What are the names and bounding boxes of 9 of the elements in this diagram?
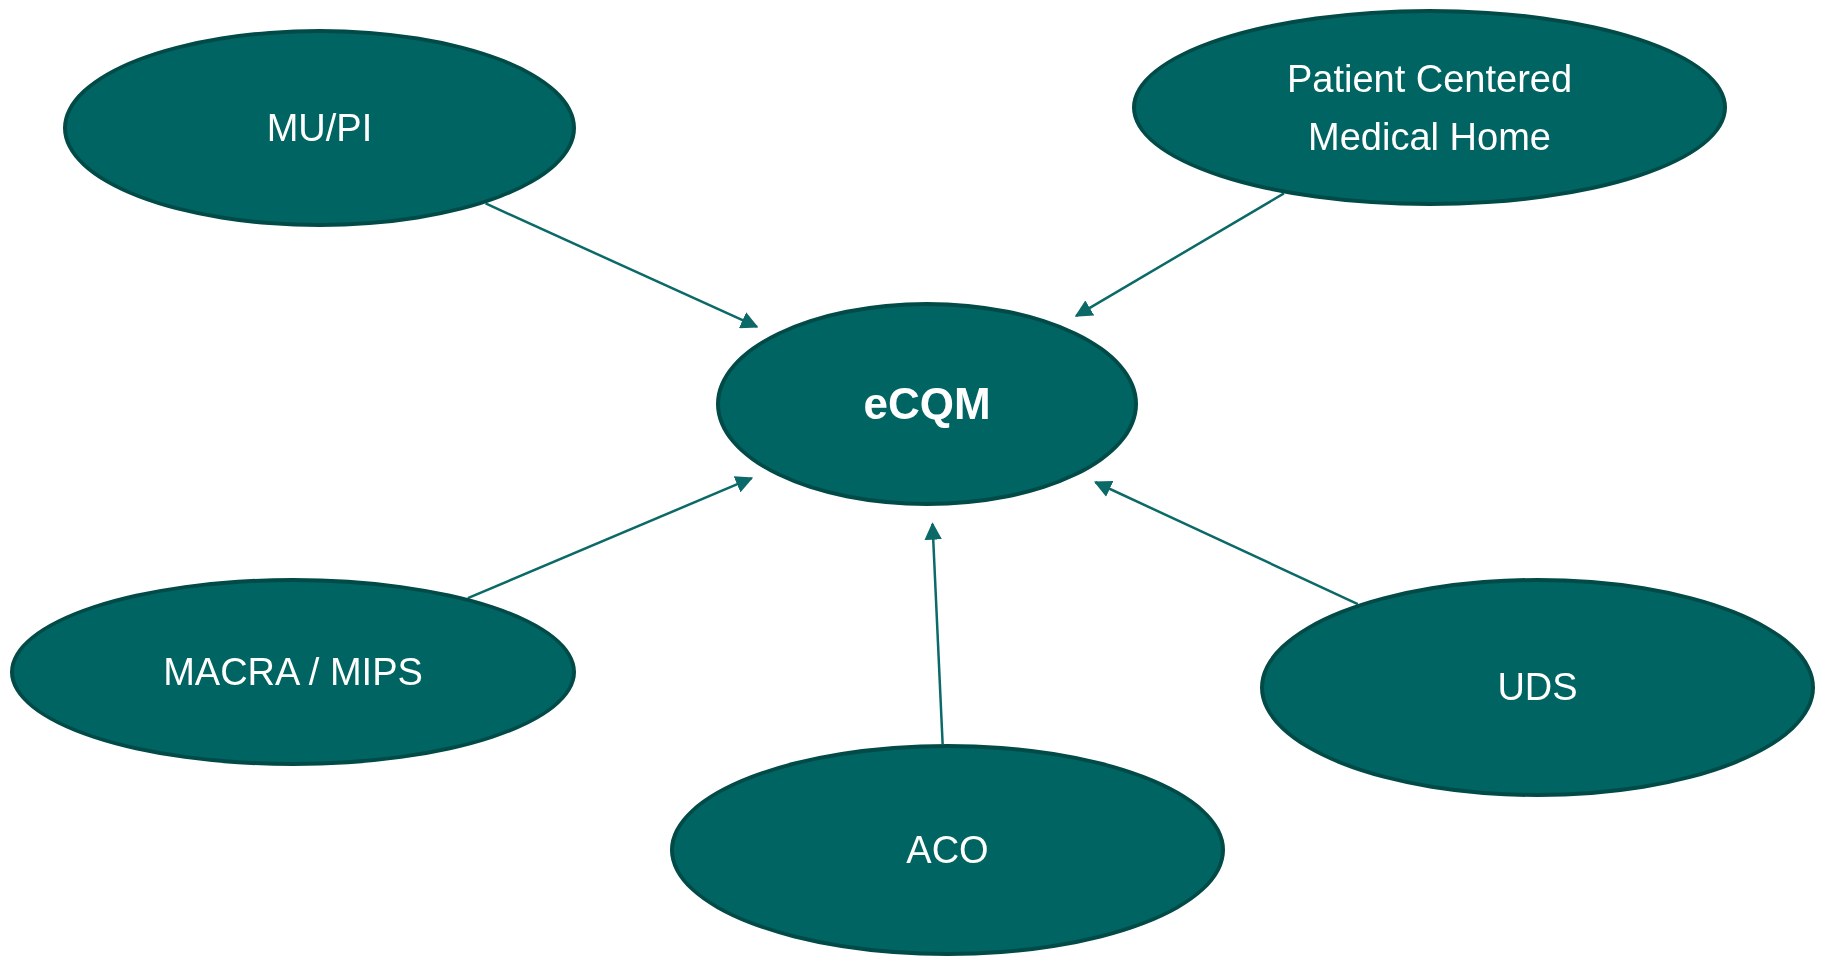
node-label: Patient Centered Medical Home — [1285, 56, 1574, 160]
arrow — [924, 522, 944, 745]
node-label: UDS — [1497, 665, 1578, 710]
node-label: eCQM — [863, 378, 991, 430]
node-label: ACO — [906, 827, 989, 873]
arrow — [1093, 480, 1359, 606]
node-label: MU/PI — [266, 105, 373, 151]
node-label: MACRA / MIPS — [163, 649, 423, 695]
arrow — [1074, 192, 1285, 318]
